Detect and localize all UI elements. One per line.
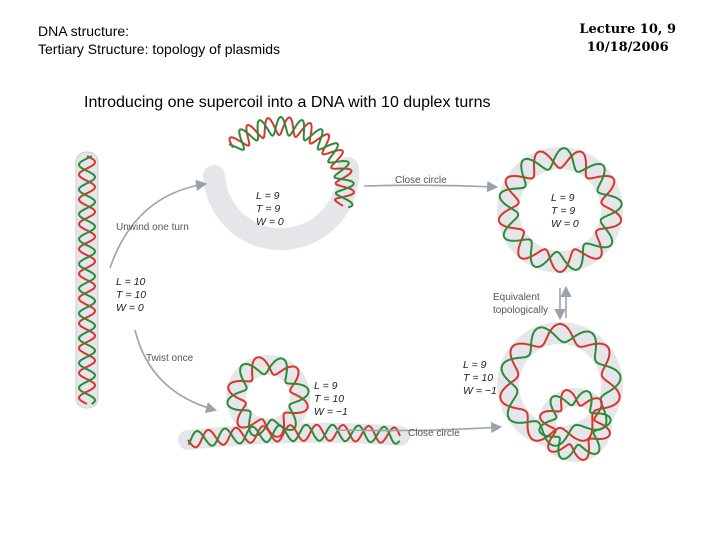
strand-red <box>499 323 621 442</box>
open-circle-tube <box>203 157 360 251</box>
strand-green <box>187 423 401 447</box>
twisted-loop-tube <box>226 355 310 439</box>
label-twist: Twist once <box>146 353 194 364</box>
linear-w: W = 0 <box>116 302 144 314</box>
twisted-l: L = 9 <box>314 380 338 392</box>
strand-green <box>538 390 612 460</box>
header: DNA structure: Tertiary Structure: topol… <box>38 22 280 58</box>
supercoiled-t: T = 10 <box>463 372 493 384</box>
lecture-date: 10/18/2006 <box>586 40 669 55</box>
supercoiled-w: W = −1 <box>463 385 497 397</box>
label-equivalent-2: topologically <box>493 305 548 316</box>
label-close-circle-bottom: Close circle <box>408 428 460 439</box>
strand-red <box>187 423 401 449</box>
lecture-number: Lecture 10, 9 <box>579 22 676 37</box>
arrow-close-circle-bottom <box>335 422 503 434</box>
strand-green <box>500 326 622 447</box>
closed-circle-l: L = 9 <box>551 192 575 204</box>
strand-green <box>228 116 355 209</box>
strand-red <box>77 155 97 405</box>
closed-circle-w: W = 0 <box>551 218 579 230</box>
linear-t: T = 10 <box>116 289 146 301</box>
dna-strands <box>77 116 623 461</box>
strand-green <box>498 147 623 271</box>
supercoiled-l: L = 9 <box>463 359 487 371</box>
label-unwind: Unwind one turn <box>116 222 189 233</box>
header-subtitle: Tertiary Structure: topology of plasmids <box>38 41 280 57</box>
closed-circle-t: T = 9 <box>551 205 575 217</box>
strand-red <box>228 116 356 207</box>
open-circle-w: W = 0 <box>256 216 284 228</box>
label-close-circle-top: Close circle <box>395 175 447 186</box>
header-title: DNA structure: <box>38 23 130 39</box>
strand-red <box>497 150 623 274</box>
label-equivalent-1: Equivalent <box>493 292 540 303</box>
twisted-w: W = −1 <box>314 406 348 418</box>
linear-l: L = 10 <box>116 276 145 288</box>
strand-green <box>77 155 97 405</box>
twisted-t: T = 10 <box>314 393 344 405</box>
arrow-unwind <box>109 179 208 269</box>
open-circle-t: T = 9 <box>256 203 280 215</box>
strand-red <box>539 389 611 461</box>
open-circle-l: L = 9 <box>256 190 280 202</box>
strand-red <box>227 356 309 438</box>
slide-subtitle: Introducing one supercoil into a DNA wit… <box>84 94 491 111</box>
arrow-twist <box>134 329 218 414</box>
arrow-close-circle-top <box>363 180 499 193</box>
lecture-info: Lecture 10, 9 10/18/2006 <box>579 21 676 57</box>
